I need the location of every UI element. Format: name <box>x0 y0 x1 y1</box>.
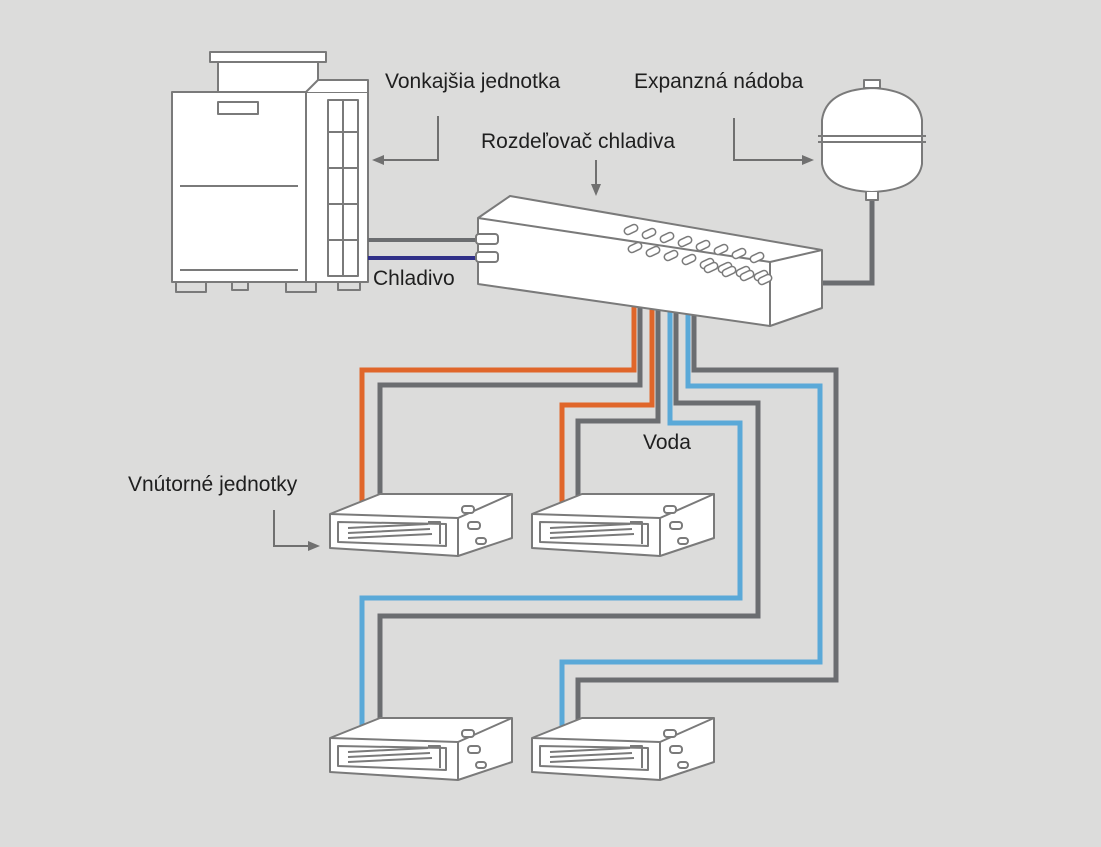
annotation-arrows <box>273 116 814 551</box>
distributor-port <box>681 253 697 266</box>
pipe-orange-unit2 <box>559 236 655 503</box>
distributor-port <box>623 223 639 236</box>
distributor-port <box>749 251 765 264</box>
distributor-port <box>757 273 773 286</box>
distributor-port <box>713 243 729 256</box>
indoor-unit-icon <box>329 717 513 781</box>
expansion-tank-icon <box>818 79 926 201</box>
arrow-indoor-units <box>273 510 320 551</box>
label-refrigerant: Chladivo <box>373 267 455 290</box>
distributor-port <box>645 245 661 258</box>
pipe-blue-unit3 <box>359 236 743 728</box>
outdoor-unit-icon <box>171 51 369 293</box>
expansion-pipe <box>822 196 875 286</box>
arrow-outdoor-unit <box>372 116 439 165</box>
pipe-gray-unit2 <box>575 254 661 498</box>
distributor-port <box>641 227 657 240</box>
pipe-gray-unit4 <box>575 254 839 722</box>
pipe-orange-unit1 <box>359 250 637 505</box>
distributor-port <box>739 269 755 282</box>
arrow-distributor <box>591 160 601 196</box>
indoor-unit-icon <box>531 717 715 781</box>
indoor-unit-icon <box>329 493 513 557</box>
refrigerant-lines <box>368 238 480 260</box>
distributor-port <box>731 247 747 260</box>
label-expansion-tank: Expanzná nádoba <box>634 70 804 93</box>
distributor-port <box>721 265 737 278</box>
indoor-units <box>329 493 715 781</box>
label-refrigerant-distributor: Rozdeľovač chladiva <box>481 130 676 153</box>
arrow-expansion-tank <box>733 118 814 165</box>
label-indoor-units: Vnútorné jednotky <box>128 473 298 496</box>
pipe-gray-unit1 <box>377 252 643 500</box>
pipe-blue-unit4 <box>559 236 823 728</box>
indoor-unit-icon <box>531 493 715 557</box>
distributor-port <box>663 249 679 262</box>
distributor-port <box>659 231 675 244</box>
distributor-port <box>677 235 693 248</box>
pipe-gray-unit3 <box>377 254 761 722</box>
distributor-port <box>695 239 711 252</box>
distributor-box-icon <box>475 195 823 327</box>
distributor-port <box>703 261 719 274</box>
distributor-port <box>627 241 643 254</box>
label-outdoor-unit: Vonkajšia jednotka <box>385 70 561 93</box>
label-water: Voda <box>643 431 691 454</box>
distributor-ports <box>623 223 773 286</box>
pipes-to-indoor-units <box>359 236 839 728</box>
